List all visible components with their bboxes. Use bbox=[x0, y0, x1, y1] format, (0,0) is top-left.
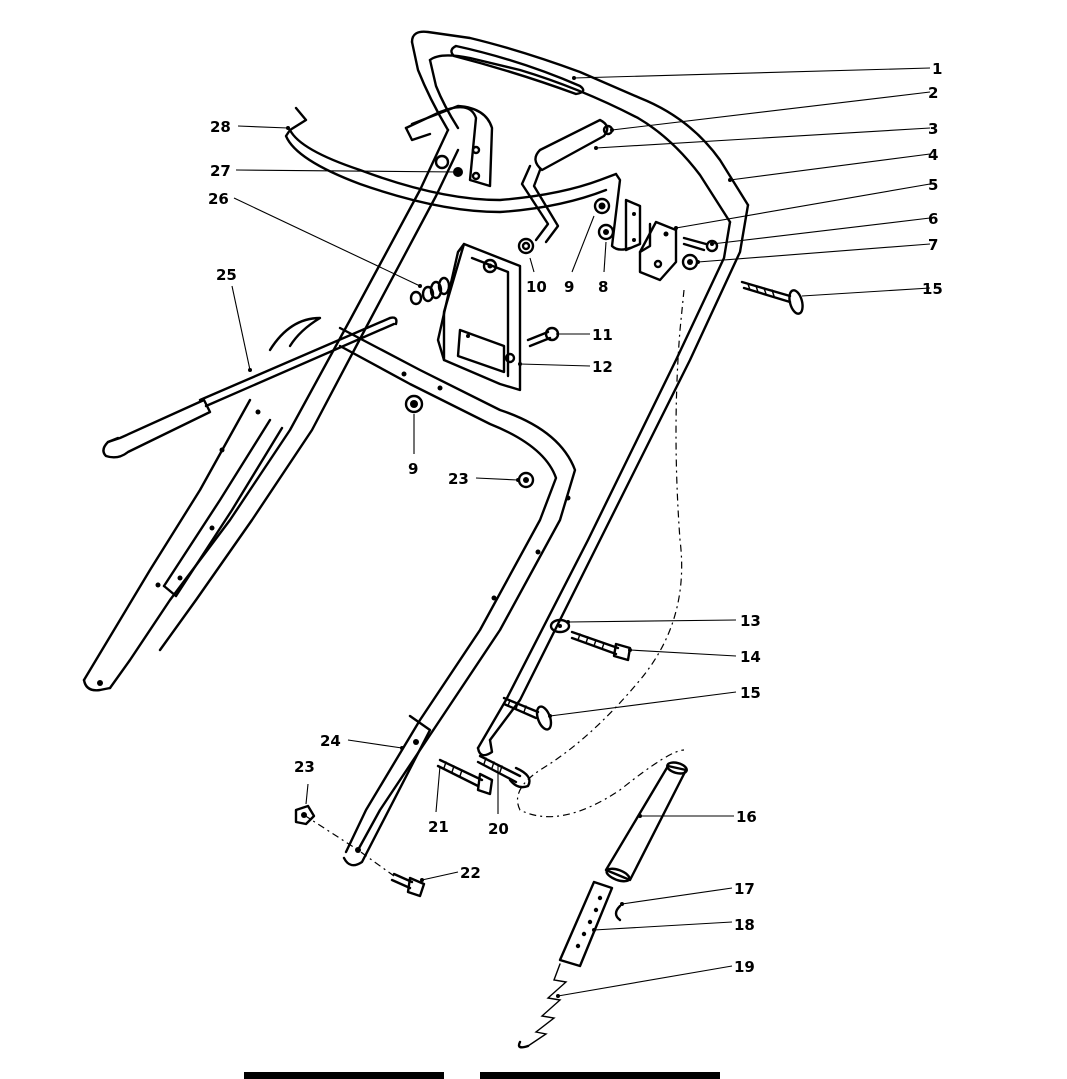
callouts: 1 2 3 4 5 6 7 15 28 27 26 25 10 9 8 11 1… bbox=[208, 60, 943, 998]
link-plate-18 bbox=[558, 880, 622, 968]
callout-12: 12 bbox=[592, 358, 613, 376]
callout-15-lower: 15 bbox=[740, 684, 761, 702]
control-cable bbox=[516, 289, 685, 818]
lower-handle bbox=[338, 326, 577, 867]
carriage-bolt-15-lower bbox=[502, 696, 553, 731]
callout-6: 6 bbox=[928, 210, 938, 228]
washer-13 bbox=[549, 618, 571, 634]
left-handle-tube bbox=[82, 128, 460, 692]
nut-23-upper bbox=[517, 471, 535, 489]
callout-14: 14 bbox=[740, 648, 761, 666]
rod-25 bbox=[102, 316, 398, 459]
nut-9-lower bbox=[404, 394, 424, 414]
callout-3: 3 bbox=[928, 120, 938, 138]
eye-bolt-20 bbox=[476, 754, 531, 789]
right-handle-tube bbox=[476, 203, 750, 757]
callout-23-upper: 23 bbox=[448, 470, 469, 488]
callout-4: 4 bbox=[928, 146, 938, 164]
callout-20: 20 bbox=[488, 820, 509, 838]
footer-clipped-text bbox=[244, 1072, 720, 1079]
bolt-22 bbox=[390, 872, 426, 898]
top-bracket bbox=[404, 104, 494, 188]
callout-5: 5 bbox=[928, 176, 938, 194]
callout-10: 10 bbox=[526, 278, 547, 296]
callout-27: 27 bbox=[210, 162, 231, 180]
callout-24: 24 bbox=[320, 732, 341, 750]
callout-16: 16 bbox=[736, 808, 757, 826]
callout-23-lower: 23 bbox=[294, 758, 315, 776]
callout-25: 25 bbox=[216, 266, 237, 284]
carriage-bolt-15-upper bbox=[740, 280, 804, 315]
right-bracket bbox=[624, 198, 678, 282]
sleeve-16 bbox=[604, 761, 688, 883]
bolt-14 bbox=[570, 630, 632, 662]
callout-8: 8 bbox=[598, 278, 608, 296]
callout-18: 18 bbox=[734, 916, 755, 934]
callout-9-lower: 9 bbox=[408, 460, 418, 478]
spring-19 bbox=[517, 963, 568, 1049]
callout-11: 11 bbox=[592, 326, 613, 344]
callout-19: 19 bbox=[734, 958, 755, 976]
callout-2: 2 bbox=[928, 84, 938, 102]
callout-7: 7 bbox=[928, 236, 938, 254]
callout-22: 22 bbox=[460, 864, 481, 882]
callout-28: 28 bbox=[210, 118, 231, 136]
bail-grip bbox=[520, 118, 614, 244]
callout-26: 26 bbox=[208, 190, 229, 208]
upper-handle bbox=[410, 30, 750, 224]
bolt-11 bbox=[526, 326, 560, 348]
alignment-line bbox=[303, 814, 395, 877]
callout-13: 13 bbox=[740, 612, 761, 630]
bolt-21 bbox=[436, 758, 494, 796]
control-bar bbox=[284, 106, 632, 251]
spring-26 bbox=[409, 276, 451, 306]
callout-21: 21 bbox=[428, 818, 449, 836]
callout-9-upper: 9 bbox=[564, 278, 574, 296]
callout-15-upper: 15 bbox=[922, 280, 943, 298]
callout-17: 17 bbox=[734, 880, 755, 898]
control-plate bbox=[436, 242, 522, 392]
callout-1: 1 bbox=[932, 60, 942, 78]
